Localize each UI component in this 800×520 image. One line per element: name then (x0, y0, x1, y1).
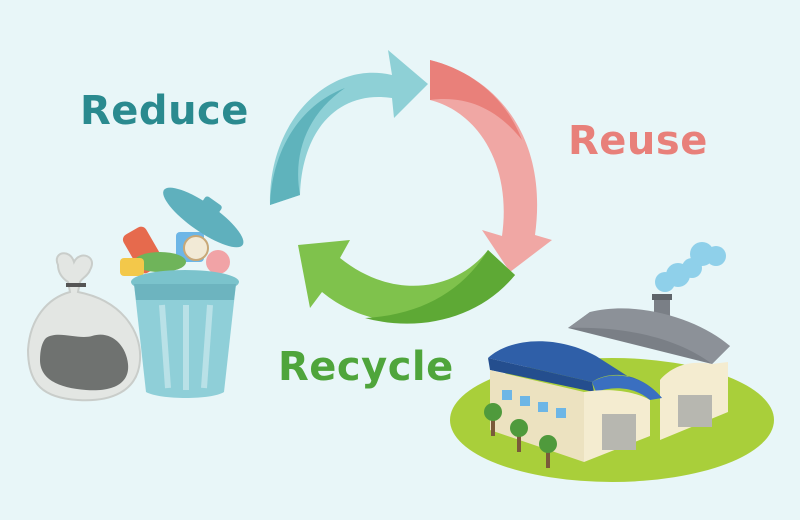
reduce-label: Reduce (80, 88, 249, 134)
factory-icon (450, 242, 774, 482)
smoke-icon (655, 242, 726, 292)
reuse-arrow-icon (430, 60, 552, 272)
recycle-label: Recycle (278, 344, 454, 390)
tree-icon (484, 403, 557, 468)
reduce-arrow-icon (269, 50, 428, 205)
trash-can-icon (120, 187, 244, 398)
recycle-arrow-icon (298, 240, 515, 324)
cycle-arrows-icon (269, 50, 552, 324)
trash-bag-icon (26, 252, 142, 402)
reuse-label: Reuse (568, 118, 708, 164)
